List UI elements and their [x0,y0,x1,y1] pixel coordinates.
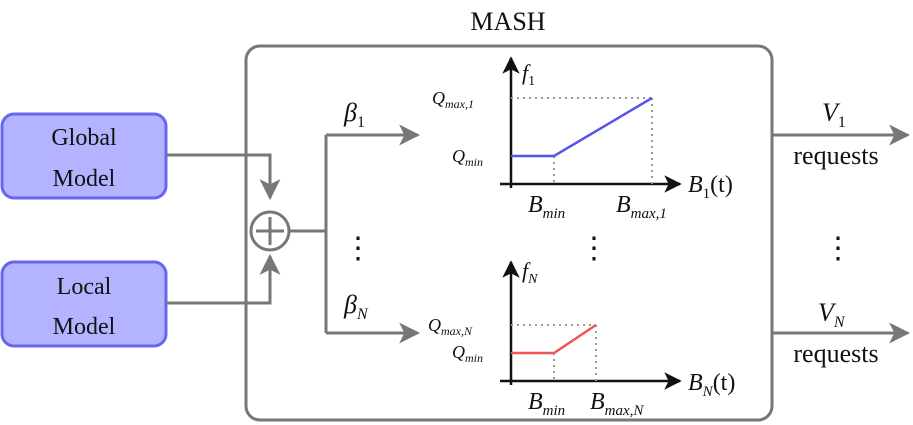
plot-fN-qmin-label: Qmin [452,342,483,365]
local-to-sum-arrow [166,253,281,305]
local-model-line1: Local [57,274,112,300]
plot-fN-bmax-label: Bmax,N [590,389,644,419]
global-model-line2: Model [53,166,116,192]
local-model-line2: Model [53,314,116,340]
output-v1-requests: requests [793,141,878,170]
plot-f1-qmax-label: Qmax,1 [432,88,474,111]
mash-container [244,44,774,422]
diagram-title: MASH [470,7,545,36]
plot-f1-y-label: f1 [522,60,535,89]
plot-f1-qmin-label: Qmin [452,146,483,169]
output-ellipsis: ⋮ [823,232,853,265]
output-v1-label: V1 [822,98,846,131]
plot-fN: fN Qmax,N Qmin BN(t) Bmin Bmax,N [428,258,735,419]
beta1-label: β1 [343,98,365,131]
plot-fN-bmin-label: Bmin [528,389,565,419]
plot-fN-qmax-label: Qmax,N [428,315,473,338]
plot-ellipsis: ⋮ [579,232,609,265]
plot-fN-y-label: fN [522,258,538,287]
betaN-label: βN [343,290,369,323]
plot-fN-curve [511,323,597,355]
output-vN-requests: requests [793,339,878,368]
plot-fN-x-label: BN(t) [688,370,735,400]
plot-f1-bmax-label: Bmax,1 [616,192,667,222]
local-model-box: Local Model [0,260,168,348]
global-model-box: Global Model [0,112,168,200]
sum-node [249,210,291,252]
branch-ellipsis: ⋮ [343,232,373,265]
plot-f1-curve [511,96,653,158]
plot-f1-bmin-label: Bmin [528,192,565,222]
output-vN-label: VN [818,298,846,331]
plot-f1: f1 Qmax,1 Qmin B1(t) Bmin Bmax,1 [432,56,733,222]
plot-f1-x-label: B1(t) [688,172,733,202]
global-model-line1: Global [51,125,117,151]
global-to-sum-arrow [166,153,281,201]
